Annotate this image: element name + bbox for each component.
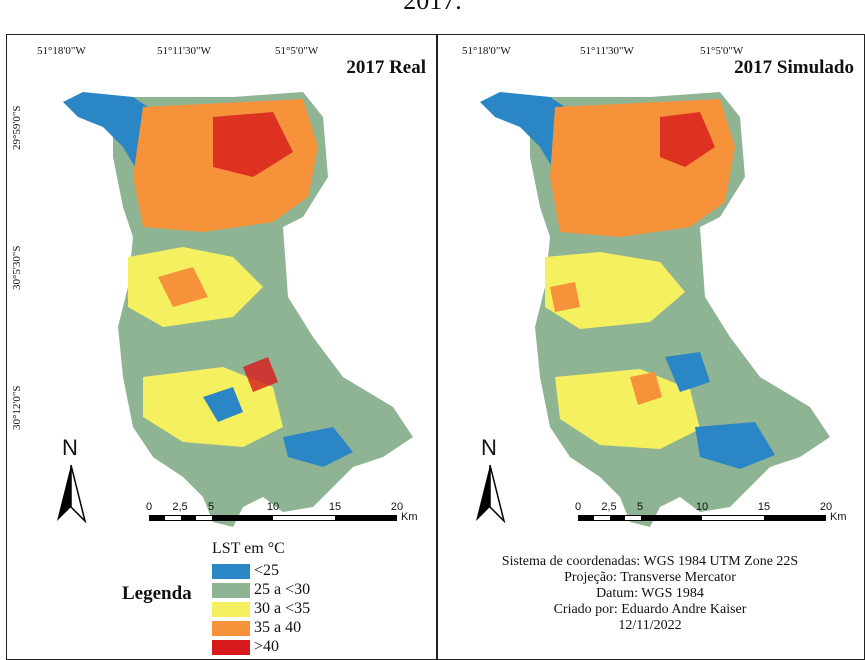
- legend-item-label: 35 a 40: [254, 619, 302, 636]
- legend-item-label: 25 a <30: [254, 581, 311, 598]
- scale-tick-label: 0: [574, 501, 582, 513]
- legend-swatch: [212, 620, 250, 636]
- scale-tick-label: 5: [207, 501, 215, 513]
- lon-label: 51°18'0"W: [37, 45, 86, 57]
- legend-swatch: [212, 639, 250, 655]
- map-frame-real: 51°18'0"W 51°11'30"W 51°5'0"W 29°59'0"S …: [6, 34, 437, 660]
- lat-label: 30°5'30"S: [11, 245, 23, 291]
- scale-tick-label: 5: [636, 501, 644, 513]
- lon-label: 51°11'30"W: [157, 45, 211, 57]
- credits-datum: Datum: WGS 1984: [596, 586, 704, 601]
- legend: LST em °C Legenda <25 25 a <30 30 a <35 …: [6, 538, 437, 660]
- lon-label: 51°5'0"W: [700, 45, 744, 57]
- scale-bar: 0 2,5 5 10 15 20 Km: [145, 501, 419, 531]
- lst-map-real: [63, 92, 413, 527]
- north-arrow-letter: N: [481, 435, 497, 460]
- north-arrow-letter: N: [62, 435, 78, 460]
- legend-item-label: <25: [254, 562, 280, 579]
- map-label: 2017 Simulado: [732, 57, 856, 79]
- legend-swatch: [212, 582, 250, 598]
- map-frame-simulated: 51°18'0"W 51°11'30"W 51°5'0"W 2017 Simul…: [437, 34, 865, 660]
- lat-label: 29°59'0"S: [11, 105, 23, 151]
- credits-coord-system: Sistema de coordenadas: WGS 1984 UTM Zon…: [501, 554, 799, 569]
- lat-label: 30°12'0"S: [11, 385, 23, 431]
- scale-tick-label: 20: [390, 501, 404, 513]
- credits-projection: Projeção: Transverse Mercator: [564, 570, 736, 585]
- legend-heading: Legenda: [122, 583, 192, 604]
- north-arrow: N: [53, 435, 89, 525]
- scale-tick-label: 2,5: [172, 501, 188, 513]
- scale-tick-label: 0: [145, 501, 153, 513]
- legend-item: 35 a 40: [212, 619, 301, 637]
- legend-item: 25 a <30: [212, 581, 310, 599]
- legend-title: LST em °C: [212, 540, 285, 557]
- scale-tick-label: 10: [266, 501, 280, 513]
- scale-tick-label: 10: [695, 501, 709, 513]
- lon-label: 51°11'30"W: [580, 45, 634, 57]
- scale-tick-label: 15: [757, 501, 771, 513]
- legend-item-label: >40: [254, 638, 280, 655]
- scale-tick-label: 2,5: [601, 501, 617, 513]
- legend-item: 30 a <35: [212, 600, 310, 618]
- legend-swatch: [212, 601, 250, 617]
- lon-label: 51°5'0"W: [275, 45, 319, 57]
- legend-item: <25: [212, 562, 279, 580]
- north-arrow-icon: [57, 464, 87, 524]
- figure-title-fragment: 2017.: [403, 0, 462, 15]
- legend-item-label: 30 a <35: [254, 600, 311, 617]
- lon-label: 51°18'0"W: [462, 45, 511, 57]
- scale-unit: Km: [830, 511, 847, 523]
- scale-tick-label: 20: [819, 501, 833, 513]
- scale-unit: Km: [401, 511, 418, 523]
- credits-author: Criado por: Eduardo Andre Kaiser: [553, 602, 747, 617]
- legend-item: >40: [212, 638, 279, 656]
- scale-bar: 0 2,5 5 10 15 20 Km: [574, 501, 853, 531]
- map-label: 2017 Real: [344, 57, 428, 79]
- lst-map-simulated: [480, 92, 830, 527]
- north-arrow-icon: [476, 464, 506, 524]
- map-credits: Sistema de coordenadas: WGS 1984 UTM Zon…: [500, 554, 800, 634]
- credits-date: 12/11/2022: [618, 618, 682, 633]
- scale-tick-label: 15: [328, 501, 342, 513]
- legend-swatch: [212, 563, 250, 579]
- north-arrow: N: [472, 435, 508, 525]
